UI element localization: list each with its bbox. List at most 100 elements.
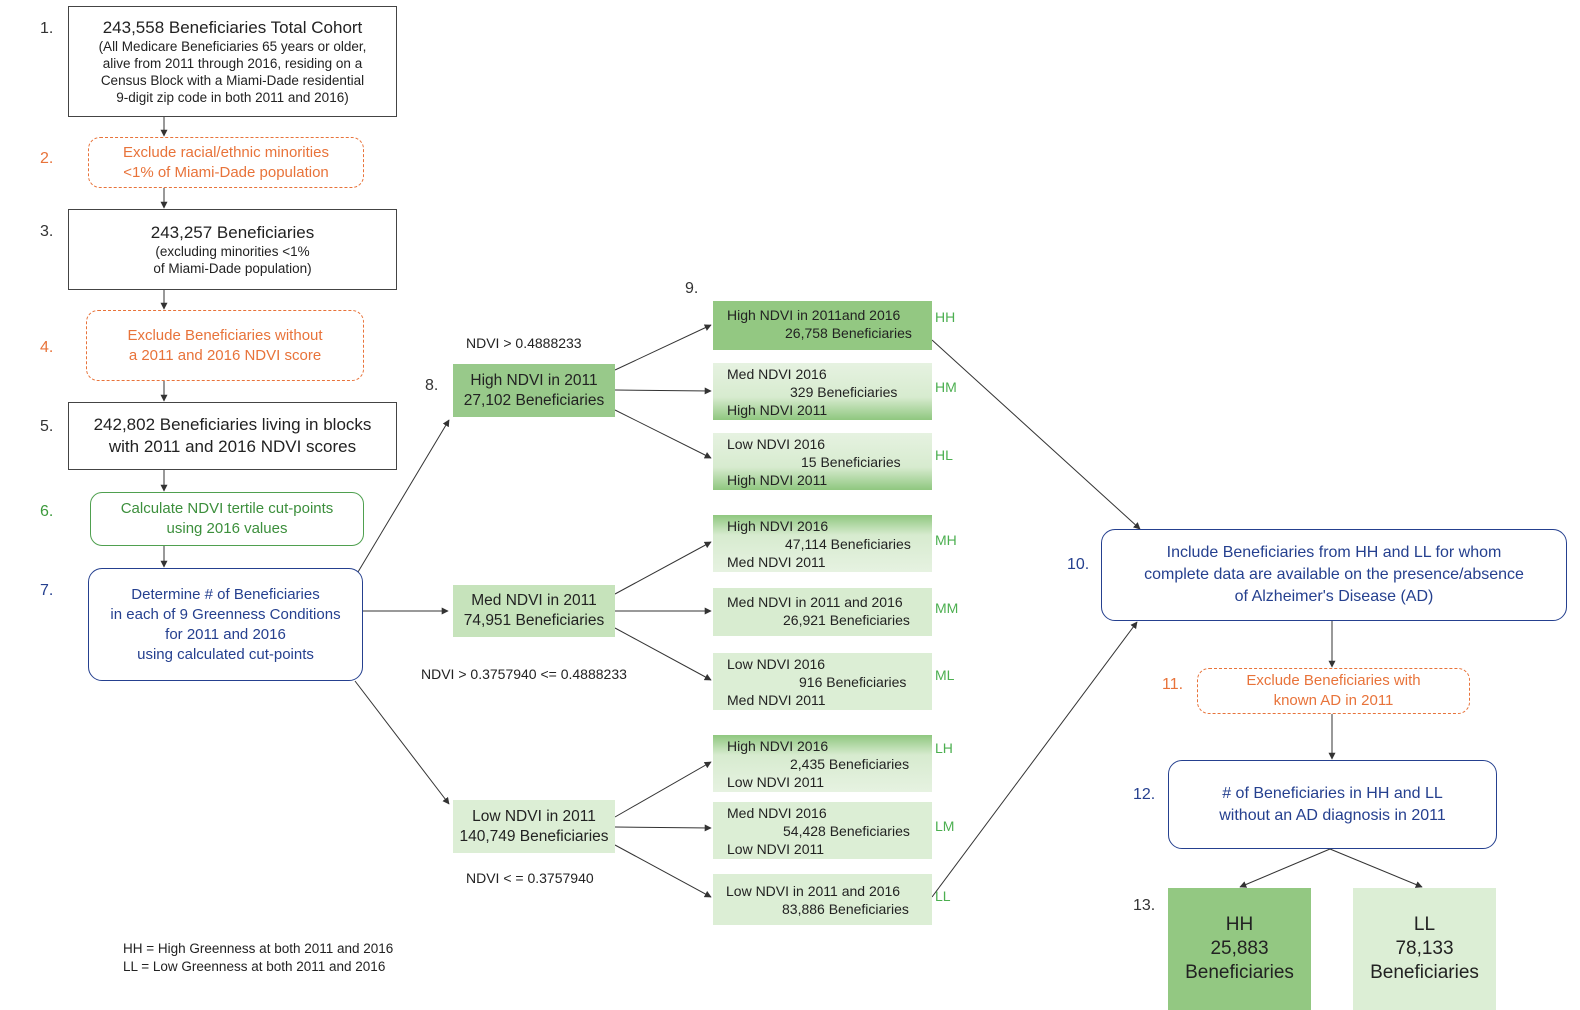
step-10-include-box: Include Beneficiaries from HH and LL for… bbox=[1101, 529, 1567, 621]
step-13-ll-label: Beneficiaries bbox=[1370, 962, 1479, 983]
step-number-7: 7. bbox=[40, 582, 54, 599]
step-3-title: 243,257 Beneficiaries bbox=[150, 223, 315, 242]
step-13-ll-box: LL 78,133 Beneficiaries bbox=[1353, 888, 1496, 1010]
condition-HM-code: HM bbox=[935, 379, 957, 395]
step-number-11: 11. bbox=[1162, 676, 1184, 693]
step-11-line-2: known AD in 2011 bbox=[1273, 692, 1394, 709]
level-high-2011-box: High NDVI in 2011 27,102 Beneficiaries bbox=[453, 364, 615, 417]
condition-HH-line-2: 26,758 Beneficiaries bbox=[785, 325, 912, 341]
level-med-2011-box: Med NDVI in 2011 74,951 Beneficiaries bbox=[453, 585, 615, 637]
step-4-line-1: Exclude Beneficiaries without bbox=[127, 326, 323, 344]
step-13-hh-count: 25,883 bbox=[1210, 938, 1269, 959]
step-12-line-1: # of Beneficiaries in HH and LL bbox=[1222, 784, 1443, 802]
arrow-med-ML bbox=[614, 627, 712, 681]
step-2-exclusion-box: Exclude racial/ethnic minorities <1% of … bbox=[88, 137, 364, 188]
condition-LH-line-2: 2,435 Beneficiaries bbox=[790, 756, 910, 772]
condition-HL-box: Low NDVI 2016 15 Beneficiaries High NDVI… bbox=[713, 433, 932, 490]
step-11-exclusion-box: Exclude Beneficiaries with known AD in 2… bbox=[1197, 668, 1470, 714]
condition-LH-code: LH bbox=[935, 740, 953, 756]
step-12-count-box: # of Beneficiaries in HH and LL without … bbox=[1168, 760, 1497, 849]
condition-MM-line-2: 26,921 Beneficiaries bbox=[783, 612, 910, 628]
condition-LL-line-2: 83,886 Beneficiaries bbox=[782, 901, 909, 917]
step-11-line-1: Exclude Beneficiaries with bbox=[1246, 672, 1421, 689]
condition-HM-line-1: Med NDVI 2016 bbox=[727, 366, 827, 382]
condition-LM-box: Med NDVI 2016 54,428 Beneficiaries Low N… bbox=[713, 802, 932, 859]
condition-HH-line-1: High NDVI in 2011and 2016 bbox=[727, 307, 901, 323]
step-7-line-2: in each of 9 Greenness Conditions bbox=[110, 605, 341, 623]
step-13-ll-code: LL bbox=[1413, 914, 1436, 935]
condition-ML-line-1: Low NDVI 2016 bbox=[727, 656, 826, 672]
step-3-line-2: of Miami-Dade population) bbox=[153, 261, 312, 276]
level-high-line-2: 27,102 Beneficiaries bbox=[463, 391, 605, 409]
step-6-cutpoints-box: Calculate NDVI tertile cut-points using … bbox=[90, 492, 364, 546]
condition-ML-box: Low NDVI 2016 916 Beneficiaries Med NDVI… bbox=[713, 653, 932, 710]
condition-ML-code: ML bbox=[935, 667, 955, 683]
step-13-hh-box: HH 25,883 Beneficiaries bbox=[1168, 888, 1311, 1010]
step-number-5: 5. bbox=[40, 418, 54, 435]
arrow-high-HL bbox=[614, 409, 712, 459]
arrow-7-low bbox=[354, 680, 450, 805]
step-2-line-2: <1% of Miami-Dade population bbox=[123, 163, 329, 181]
condition-LH-line-1: High NDVI 2016 bbox=[727, 738, 829, 754]
step-2-line-1: Exclude racial/ethnic minorities bbox=[123, 143, 329, 161]
condition-HL-code: HL bbox=[935, 447, 953, 463]
step-6-line-2: using 2016 values bbox=[166, 520, 288, 537]
condition-MH-line-3: Med NDVI 2011 bbox=[727, 554, 826, 570]
step-13-hh-code: HH bbox=[1225, 914, 1254, 935]
arrow-7-high bbox=[357, 419, 450, 573]
level-low-line-1: Low NDVI in 2011 bbox=[472, 807, 596, 825]
arrow-high-HM bbox=[614, 387, 712, 395]
condition-HH-code: HH bbox=[935, 309, 956, 325]
step-7-determine-box: Determine # of Beneficiaries in each of … bbox=[88, 568, 363, 681]
condition-ML-line-3: Med NDVI 2011 bbox=[727, 692, 826, 708]
step-number-10: 10. bbox=[1067, 556, 1090, 573]
legend-hh: HH = High Greenness at both 2011 and 201… bbox=[123, 941, 394, 956]
step-10-line-3: of Alzheimer's Disease (AD) bbox=[1234, 588, 1434, 605]
step-1-line-1: (All Medicare Beneficiaries 65 years or … bbox=[98, 39, 367, 54]
condition-LM-line-1: Med NDVI 2016 bbox=[727, 805, 827, 821]
condition-LH-line-3: Low NDVI 2011 bbox=[727, 774, 825, 790]
condition-LM-line-3: Low NDVI 2011 bbox=[727, 841, 825, 857]
step-13-hh-label: Beneficiaries bbox=[1185, 962, 1294, 983]
level-low-2011-box: Low NDVI in 2011 140,749 Beneficiaries bbox=[453, 800, 615, 853]
condition-LL-box: Low NDVI in 2011 and 2016 83,886 Benefic… bbox=[713, 874, 932, 925]
step-10-line-1: Include Beneficiaries from HH and LL for… bbox=[1166, 544, 1502, 561]
condition-LM-line-2: 54,428 Beneficiaries bbox=[783, 823, 910, 839]
condition-HL-line-1: Low NDVI 2016 bbox=[727, 436, 826, 452]
arrow-12-LL bbox=[1329, 848, 1423, 888]
condition-MH-line-2: 47,114 Beneficiaries bbox=[785, 536, 911, 552]
condition-HL-line-3: High NDVI 2011 bbox=[727, 472, 828, 488]
step-number-12: 12. bbox=[1133, 786, 1156, 803]
step-1-line-4: 9-digit zip code in both 2011 and 2016) bbox=[116, 90, 349, 105]
step-5-ndvi-box: 242,802 Beneficiaries living in blocks w… bbox=[68, 402, 397, 470]
step-1-line-3: Census Block with a Miami-Dade residenti… bbox=[100, 73, 365, 88]
step-number-13: 13. bbox=[1133, 897, 1156, 914]
step-4-line-2: a 2011 and 2016 NDVI score bbox=[128, 346, 322, 364]
step-10-line-2: complete data are available on the prese… bbox=[1144, 566, 1524, 583]
step-3-line-1: (excluding minorities <1% bbox=[155, 244, 310, 259]
arrow-low-LL bbox=[614, 844, 712, 898]
level-low-line-2: 140,749 Beneficiaries bbox=[459, 827, 609, 845]
arrow-12-HH bbox=[1239, 848, 1331, 888]
step-number-4: 4. bbox=[40, 339, 54, 356]
level-high-line-1: High NDVI in 2011 bbox=[470, 371, 598, 389]
condition-HM-line-2: 329 Beneficiaries bbox=[790, 384, 898, 400]
step-7-line-3: for 2011 and 2016 bbox=[165, 625, 286, 643]
condition-MH-line-1: High NDVI 2016 bbox=[727, 518, 829, 534]
condition-HM-line-3: High NDVI 2011 bbox=[727, 402, 828, 418]
arrow-med-MH bbox=[614, 541, 712, 595]
step-number-1: 1. bbox=[40, 20, 54, 37]
level-med-line-1: Med NDVI in 2011 bbox=[471, 592, 597, 609]
condition-MM-box: Med NDVI in 2011 and 2016 26,921 Benefic… bbox=[713, 588, 932, 636]
step-7-line-4: using calculated cut-points bbox=[137, 645, 314, 663]
step-5-line-1: 242,802 Beneficiaries living in blocks bbox=[93, 415, 372, 434]
condition-MM-line-1: Med NDVI in 2011 and 2016 bbox=[727, 594, 903, 610]
arrow-low-LM bbox=[614, 824, 712, 832]
condition-HL-line-2: 15 Beneficiaries bbox=[801, 454, 901, 470]
step-number-3: 3. bbox=[40, 223, 54, 240]
step-1-total-cohort-box: 243,558 Beneficiaries Total Cohort (All … bbox=[68, 6, 397, 117]
step-number-2: 2. bbox=[40, 150, 54, 167]
condition-LL-code: LL bbox=[935, 888, 951, 904]
